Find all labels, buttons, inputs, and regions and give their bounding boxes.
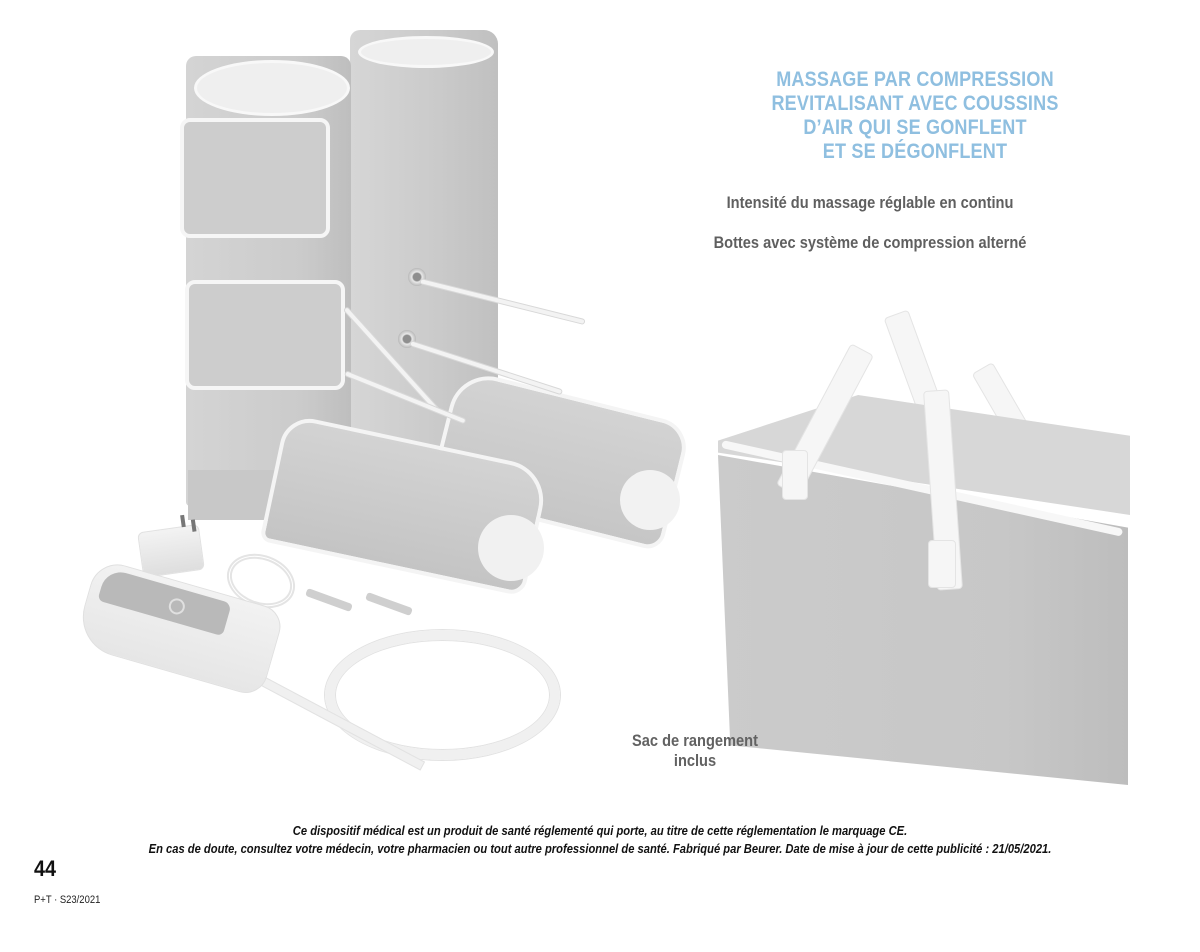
headline-line: MASSAGE PAR COMPRESSION [776, 68, 1054, 91]
headline-line: ET SE DÉGONFLENT [822, 140, 1008, 163]
feature-intensity: Intensité du massage réglable en continu [726, 193, 1014, 212]
feature-compression: Bottes avec système de compression alter… [713, 233, 1027, 252]
headline-line: REVITALISANT AVEC COUSSINS [771, 92, 1059, 115]
boot-front-toe [478, 515, 544, 581]
boot-back-toe [620, 470, 680, 530]
remote-control-panel [97, 567, 232, 637]
boot-strap [185, 280, 345, 390]
tube-connector [365, 592, 413, 616]
legal-line: Ce dispositif médical est un produit de … [292, 823, 908, 838]
bag-handle-tab [782, 450, 808, 500]
page-number: 44 [34, 856, 57, 881]
bag-caption-line: inclus [673, 751, 717, 770]
boot-strap [180, 118, 330, 238]
legal-notice: Ce dispositif médical est un produit de … [118, 822, 1081, 858]
tube-connector [305, 588, 353, 612]
edition-label: P+T · S23/2021 [34, 894, 101, 906]
headline: MASSAGE PAR COMPRESSION REVITALISANT AVE… [722, 68, 1109, 164]
air-tube-loop [325, 630, 560, 760]
power-button-icon [166, 596, 187, 617]
power-adapter-icon [137, 523, 205, 579]
legal-line: En cas de doute, consultez votre médecin… [148, 841, 1052, 856]
bag-handle-tab [928, 540, 956, 588]
bag-caption: Sac de rangement inclus [605, 731, 786, 771]
bag-caption-line: Sac de rangement [632, 731, 758, 750]
headline-line: D’AIR QUI SE GONFLENT [803, 116, 1027, 139]
